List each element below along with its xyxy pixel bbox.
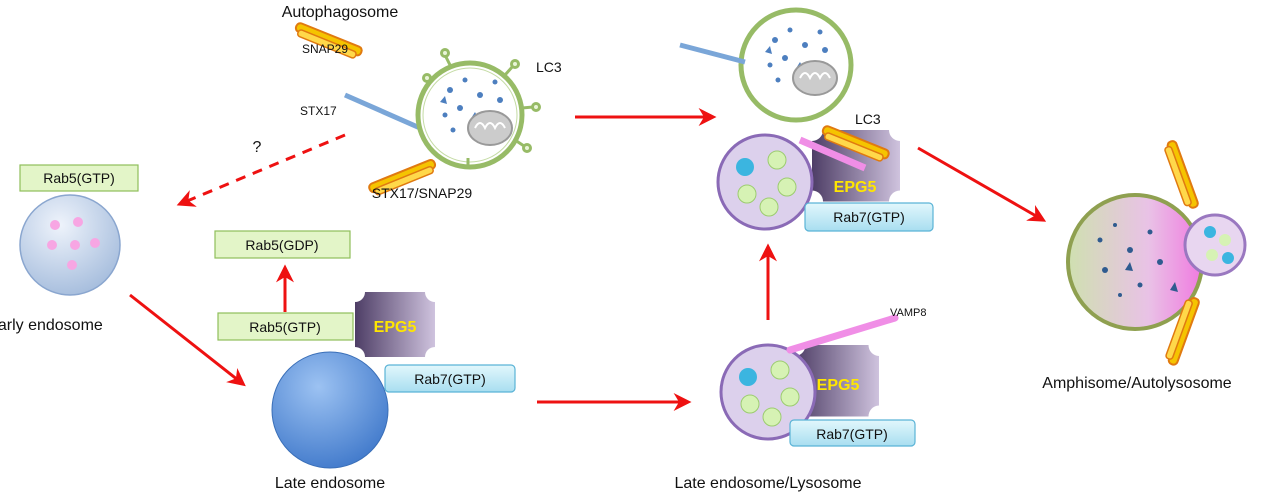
- arrow-early-to-late: [129, 293, 246, 387]
- early-endosome-label: Early endosome: [0, 317, 103, 334]
- epg5-label: EPG5: [374, 319, 417, 336]
- uncertain-arrow: [176, 133, 346, 207]
- rab7-gtp-label: Rab7(GTP): [414, 371, 486, 387]
- late-endosome-label: Late endosome: [275, 475, 385, 492]
- early-endosome-icon: [19, 194, 121, 296]
- vamp8-protein-icon: [786, 314, 899, 354]
- rab7-gtp-fused-box: [804, 202, 934, 232]
- rab5-gdp-label: Rab5(GDP): [245, 237, 318, 253]
- stx17-protein-icon: [343, 92, 422, 131]
- amphisome-icon: [1066, 139, 1247, 367]
- rab5-gdp-box: [214, 230, 351, 259]
- vamp8-label: VAMP8: [890, 307, 926, 319]
- lc3-fused-label: LC3: [855, 111, 881, 127]
- autophagosome-icon: [415, 48, 541, 170]
- late-endosome-lysosome-label: Late endosome/Lysosome: [674, 475, 861, 492]
- arrow-to-amphisome: [917, 146, 1047, 222]
- lysosome-icon: [719, 343, 817, 441]
- rab7-gtp-fused-label: Rab7(GTP): [833, 209, 905, 225]
- docked-lysosome-icon: [716, 133, 867, 231]
- rab5-gtp-late-label: Rab5(GTP): [249, 319, 321, 335]
- rab7-gtp-lysosome-box: [789, 419, 916, 447]
- question-mark-label: ?: [253, 139, 262, 156]
- rab5-gtp-late-box: [217, 312, 354, 341]
- rab5-gtp-box: [19, 164, 139, 192]
- amphisome-label: Amphisome/Autolysosome: [1042, 375, 1232, 392]
- rab7-gtp-box: [384, 364, 516, 393]
- rab7-gtp-lysosome-label: Rab7(GTP): [816, 426, 888, 442]
- lc3-label: LC3: [536, 59, 562, 75]
- snap29-label: SNAP29: [302, 42, 348, 56]
- epg5-lysosome-label: EPG5: [817, 377, 860, 394]
- epg5-fused-label: EPG5: [834, 179, 877, 196]
- late-endosome-icon: [271, 351, 389, 469]
- docked-autophagosome-icon: [679, 7, 854, 123]
- rab5-gtp-label: Rab5(GTP): [43, 170, 115, 186]
- autophagosome-label: Autophagosome: [282, 4, 399, 21]
- stx17-snap29-label: STX17/SNAP29: [372, 185, 473, 201]
- stx17-label: STX17: [300, 104, 337, 118]
